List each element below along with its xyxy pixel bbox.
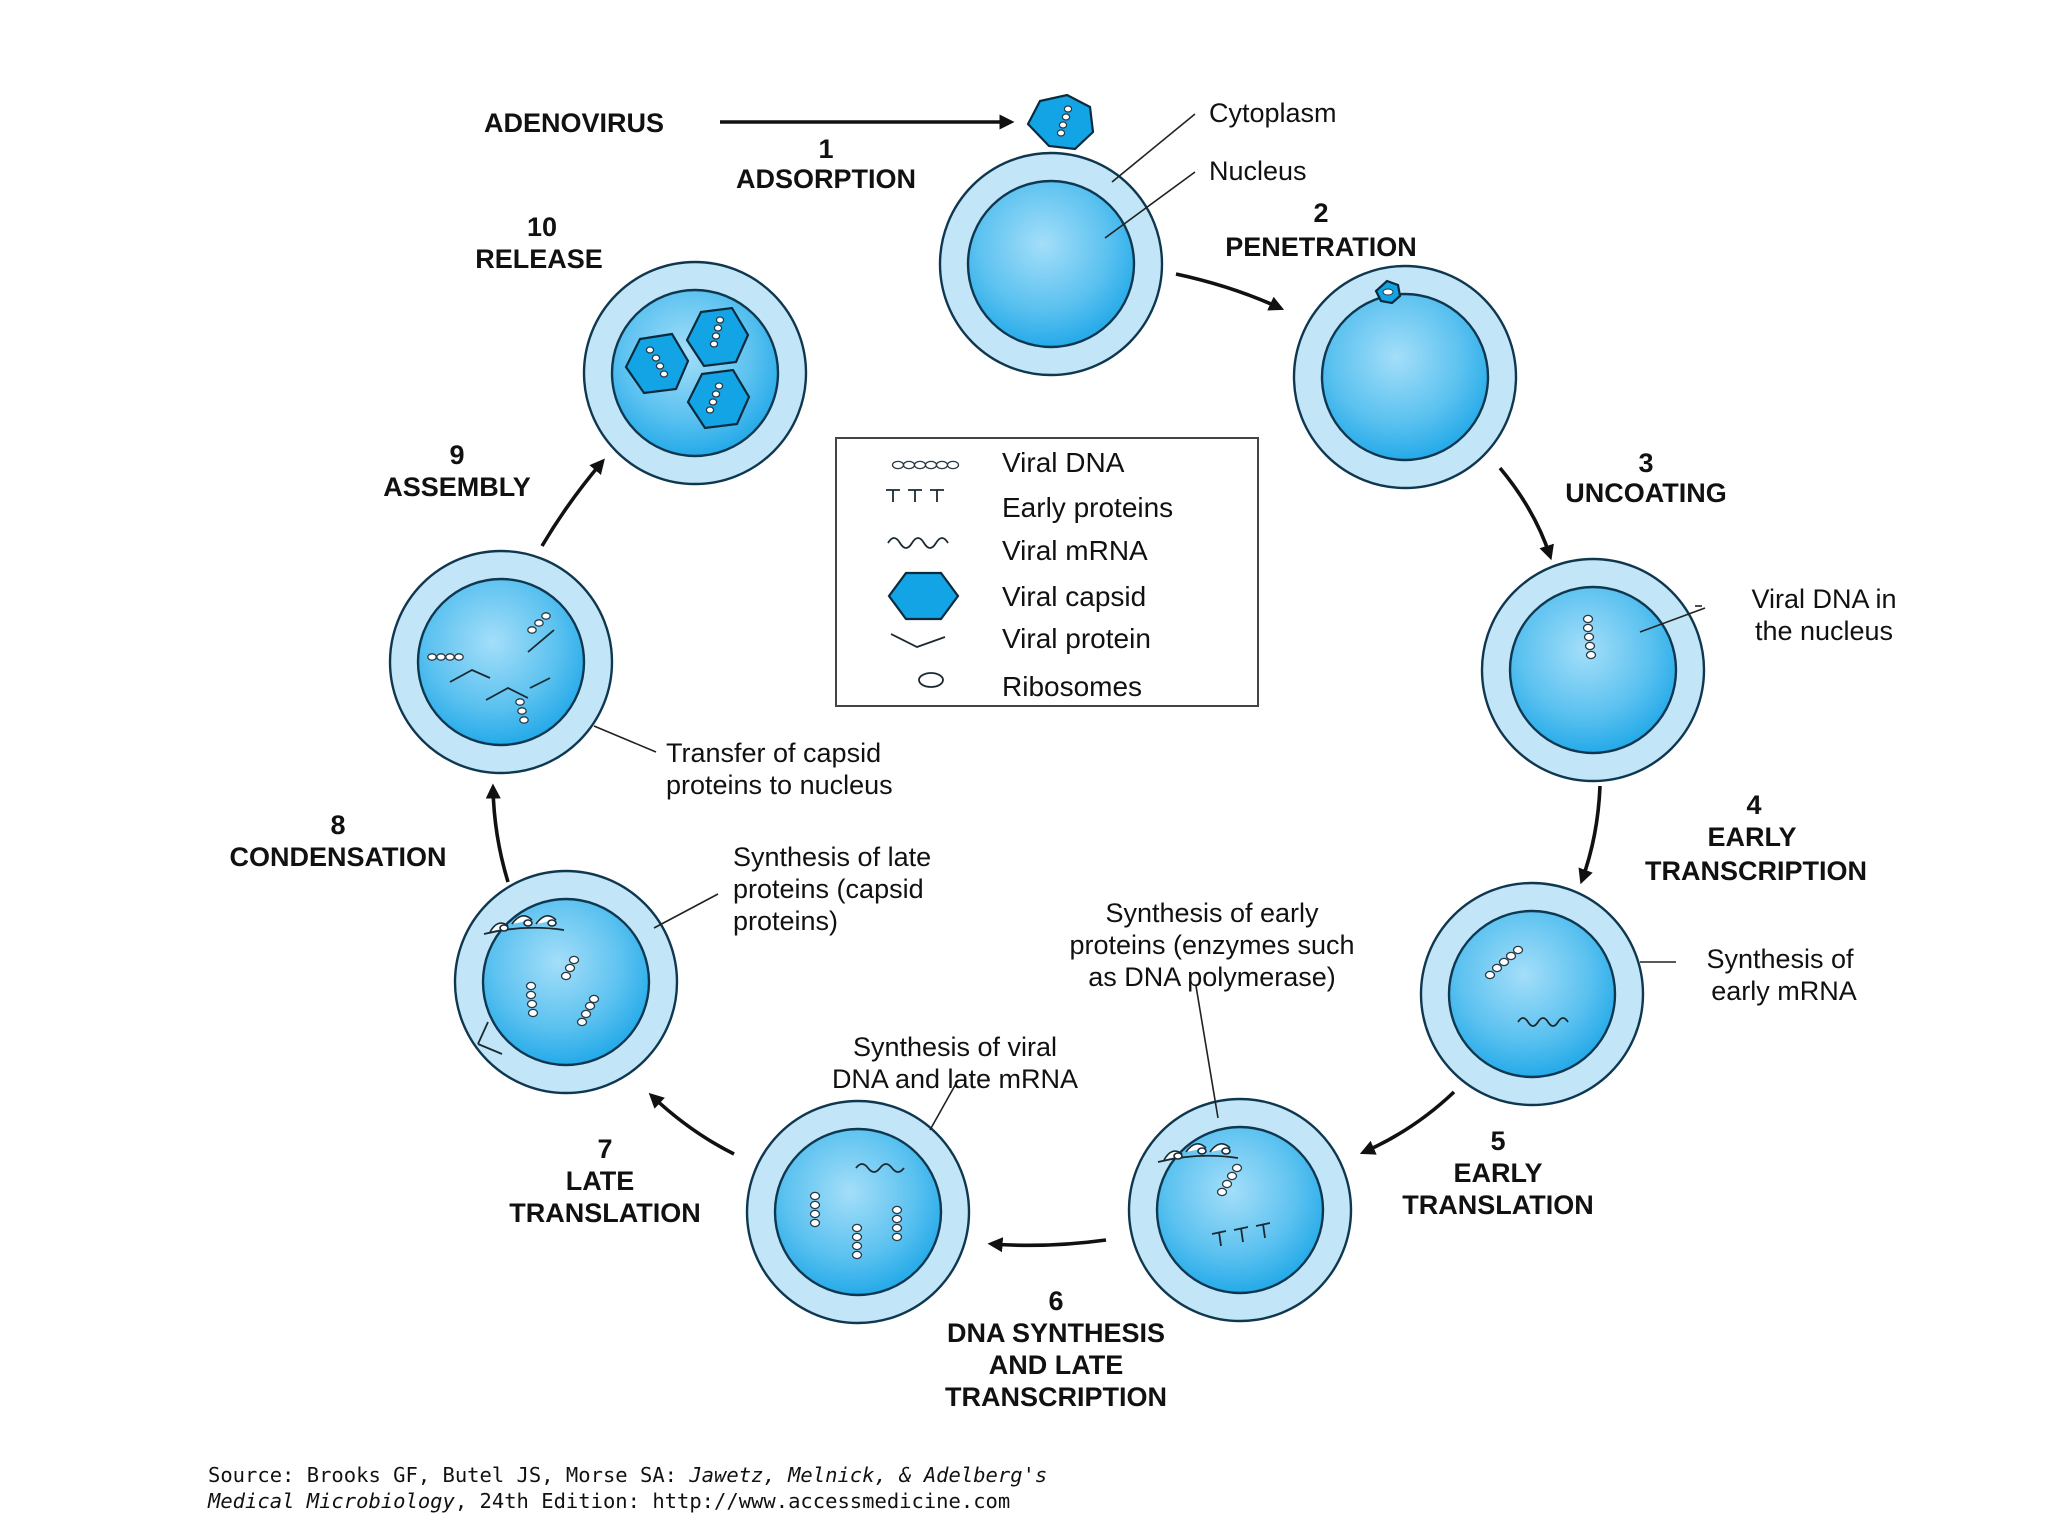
early-proteins-line3: as DNA polymerase) <box>1088 962 1336 992</box>
viral-dna-nucleus-line2: the nucleus <box>1755 616 1893 646</box>
step-6-line3: TRANSCRIPTION <box>945 1382 1167 1412</box>
ribosome-icon <box>918 672 944 688</box>
step-5-line2: TRANSLATION <box>1402 1190 1593 1220</box>
viral-dna-synth-line2: DNA and late mRNA <box>832 1064 1078 1094</box>
arrow-3-4 <box>1578 785 1602 885</box>
step-2-number: 2 <box>1313 198 1328 228</box>
step-2-label: PENETRATION <box>1225 232 1417 262</box>
early-proteins-line1: Synthesis of early <box>1105 898 1319 928</box>
cell-early-translation <box>1127 1097 1353 1323</box>
step-9-label: ASSEMBLY <box>383 472 531 502</box>
adenovirus-label: ADENOVIRUS <box>484 108 664 138</box>
viral-dna-icon <box>891 460 960 470</box>
cell-uncoating <box>1480 557 1706 783</box>
transfer-line1: Transfer of capsid <box>666 738 881 768</box>
step-9-number: 9 <box>449 440 464 470</box>
cell-penetration <box>1292 264 1518 490</box>
step-5-line1: EARLY <box>1453 1158 1542 1188</box>
viral-protein-icon <box>890 633 946 648</box>
cell-assembly <box>388 549 614 775</box>
step-6-line2: AND LATE <box>989 1350 1124 1380</box>
step-7-number: 7 <box>597 1134 612 1164</box>
late-proteins-line2: proteins (capsid <box>733 874 924 904</box>
legend-ribosomes: Ribosomes <box>1002 671 1142 702</box>
step-3-label: UNCOATING <box>1565 478 1727 508</box>
legend: Viral DNA Early proteins Viral mRNA Vira… <box>835 437 1259 707</box>
arrow-5-6 <box>987 1237 1107 1253</box>
nucleus-label: Nucleus <box>1209 156 1307 186</box>
step-labels: ADENOVIRUS 1 ADSORPTION 2 PENETRATION 3 … <box>229 108 1867 1412</box>
source-citation: Source: Brooks GF, Butel JS, Morse SA: J… <box>207 1463 1047 1513</box>
arrow-9-10 <box>540 458 605 547</box>
step-3-number: 3 <box>1638 448 1653 478</box>
step-1-label: ADSORPTION <box>736 164 916 194</box>
cell-early-transcription <box>1419 881 1645 1107</box>
legend-early-proteins: Early proteins <box>1002 492 1173 523</box>
cycle-arrows <box>485 114 1602 1253</box>
legend-viral-capsid: Viral capsid <box>1002 581 1146 612</box>
released-capsids <box>624 306 751 430</box>
step-8-label: CONDENSATION <box>229 842 446 872</box>
arrow-4-5 <box>1359 1090 1456 1155</box>
legend-viral-protein: Viral protein <box>1002 623 1151 654</box>
step-4-number: 4 <box>1746 790 1761 820</box>
step-8-number: 8 <box>330 810 345 840</box>
step-7-line2: TRANSLATION <box>509 1198 700 1228</box>
arrow-7-9 <box>485 783 510 883</box>
cytoplasm-label: Cytoplasm <box>1209 98 1337 128</box>
step-6-number: 6 <box>1048 1286 1063 1316</box>
step-10-number: 10 <box>527 212 557 242</box>
source-line-2: Medical Microbiology, 24th Edition: http… <box>207 1489 1010 1513</box>
source-line-1: Source: Brooks GF, Butel JS, Morse SA: J… <box>208 1463 1047 1487</box>
early-proteins-line2: proteins (enzymes such <box>1069 930 1354 960</box>
viral-dna-nucleus-line1: Viral DNA in <box>1751 584 1896 614</box>
step-4-line2: TRANSCRIPTION <box>1645 856 1867 886</box>
cell-adsorption <box>938 93 1164 377</box>
step-10-label: RELEASE <box>475 244 603 274</box>
legend-box <box>835 437 1259 707</box>
early-mrna-line2: early mRNA <box>1711 976 1857 1006</box>
annotations: Cytoplasm Nucleus Viral DNA in the nucle… <box>666 98 1897 1094</box>
cell-late-translation <box>453 869 679 1095</box>
early-mrna-line1: Synthesis of <box>1706 944 1854 974</box>
adsorbing-virus-icon <box>1026 93 1095 151</box>
step-6-line1: DNA SYNTHESIS <box>947 1318 1165 1348</box>
arrow-1-2 <box>1175 272 1285 311</box>
cell-dna-synthesis <box>745 1099 971 1325</box>
legend-viral-mrna: Viral mRNA <box>1002 535 1148 566</box>
step-7-line1: LATE <box>566 1166 635 1196</box>
legend-viral-dna: Viral DNA <box>1002 447 1125 478</box>
viral-capsid-icon <box>887 571 960 621</box>
penetrating-virus-icon <box>1374 279 1402 305</box>
arrow-2-3 <box>1498 466 1554 561</box>
cell-release <box>582 260 808 486</box>
viral-dna-synth-line1: Synthesis of viral <box>853 1032 1057 1062</box>
step-4-line1: EARLY <box>1707 822 1796 852</box>
early-protein-icon <box>886 489 944 502</box>
step-5-number: 5 <box>1490 1126 1505 1156</box>
viral-mrna-icon <box>887 537 949 549</box>
arrow-6-7 <box>648 1092 735 1156</box>
leader-lines <box>593 113 1706 1131</box>
transfer-line2: proteins to nucleus <box>666 770 893 800</box>
step-1-number: 1 <box>818 134 833 164</box>
late-proteins-line1: Synthesis of late <box>733 842 931 872</box>
late-proteins-line3: proteins) <box>733 906 838 936</box>
